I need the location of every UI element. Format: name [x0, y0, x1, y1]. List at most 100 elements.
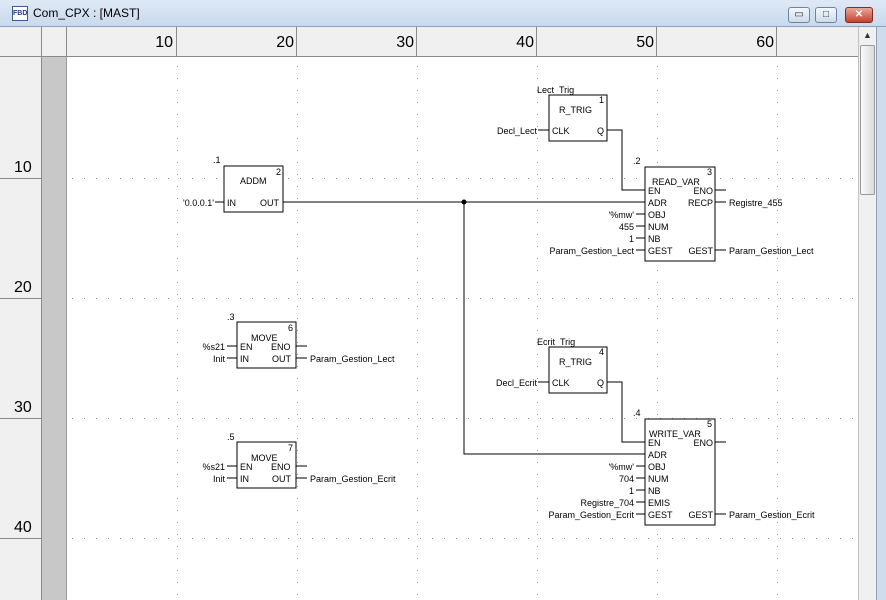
ruler-row-line — [0, 178, 42, 179]
writevar-obj-value: '%mw' — [609, 462, 635, 472]
fbd-icon: FBD — [12, 6, 28, 21]
writevar-pin-en: EN — [648, 438, 661, 448]
readvar-pin-gest-in: GEST — [648, 246, 673, 256]
rtrig1-pin-clk: CLK — [552, 126, 570, 136]
ruler-corner — [0, 27, 42, 56]
addm-block[interactable] — [223, 165, 284, 213]
writevar-name: WRITE_VAR — [649, 429, 701, 439]
writevar-pin-eno: ENO — [693, 438, 713, 448]
ruler-col-label: 40 — [516, 34, 534, 51]
ruler-col-40: 40 — [417, 27, 537, 56]
ruler-row-line — [0, 298, 42, 299]
rtrig1-pin-q: Q — [597, 126, 604, 136]
readvar-pin-adr: ADR — [648, 198, 668, 208]
scroll-up-arrow-icon[interactable]: ▲ — [863, 30, 872, 40]
move1-instance: .3 — [227, 312, 235, 322]
scroll-thumb[interactable] — [860, 45, 875, 195]
ruler-col-label: 10 — [155, 34, 173, 51]
ruler-col-50: 50 — [537, 27, 657, 56]
move2-en-value: %s21 — [202, 462, 225, 472]
rtrig2-exec-order: 4 — [599, 347, 604, 357]
writevar-pin-gest-out: GEST — [688, 510, 713, 520]
column-ruler: 10 20 30 40 50 60 — [0, 27, 858, 57]
ruler-row-label: 30 — [14, 399, 32, 416]
writevar-pin-emis: EMIS — [648, 498, 670, 508]
wire-writevar-outputs — [715, 441, 726, 515]
move1-exec-order: 6 — [288, 323, 293, 333]
readvar-pin-recp: RECP — [688, 198, 713, 208]
writevar-pin-num: NUM — [648, 474, 669, 484]
readvar-pin-num: NUM — [648, 222, 669, 232]
writevar-gest-out-value: Param_Gestion_Ecrit — [729, 510, 815, 520]
addm-in-value: '0.0.0.1' — [183, 198, 214, 208]
vertical-scrollbar[interactable]: ▲ — [858, 27, 876, 600]
move2-pin-out: OUT — [272, 474, 292, 484]
wire-rtrig2-writevar-en — [607, 381, 645, 443]
ruler-row-line — [0, 538, 42, 539]
rtrig2-block[interactable] — [548, 346, 608, 394]
minimize-button[interactable]: ▭ — [788, 7, 810, 23]
readvar-name: READ_VAR — [652, 177, 700, 187]
writevar-pin-obj: OBJ — [648, 462, 666, 472]
move1-pin-in: IN — [240, 354, 249, 364]
ruler-col-30: 30 — [297, 27, 417, 56]
readvar-pin-gest-out: GEST — [688, 246, 713, 256]
row-ruler: 10 20 30 40 — [0, 57, 42, 600]
move1-name: MOVE — [251, 333, 278, 343]
move2-pin-eno: ENO — [271, 462, 291, 472]
rtrig1-clk-value: Decl_Lect — [497, 126, 538, 136]
rtrig2-clk-value: Decl_Ecrit — [496, 378, 538, 388]
move1-pin-en: EN — [240, 342, 253, 352]
window-titlebar[interactable]: FBD Com_CPX : [MAST] ▭ □ ✕ — [0, 0, 886, 27]
writevar-nb-value: 1 — [629, 486, 634, 496]
writevar-block[interactable] — [644, 418, 716, 526]
ruler-col-60: 60 — [657, 27, 777, 56]
rtrig1-name: R_TRIG — [559, 105, 592, 115]
move2-instance: .5 — [227, 432, 235, 442]
wire-readvar-inputs — [636, 213, 645, 251]
addm-exec-order: 2 — [276, 167, 281, 177]
maximize-button[interactable]: □ — [815, 7, 837, 23]
move1-pin-eno: ENO — [271, 342, 291, 352]
ruler-row-label: 10 — [14, 159, 32, 176]
rtrig2-instance: Ecrit_Trig — [537, 337, 575, 347]
move2-in-value: Init — [213, 474, 226, 484]
wire-writevar-inputs — [636, 465, 645, 515]
readvar-pin-en: EN — [648, 186, 661, 196]
writevar-gest-in-value: Param_Gestion_Ecrit — [548, 510, 634, 520]
fbd-canvas[interactable]: .1 2 ADDM IN OUT '0.0.0.1' .3 6 MOVE EN … — [0, 0, 858, 600]
writevar-instance: .4 — [633, 408, 641, 418]
ruler-col-20: 20 — [177, 27, 297, 56]
readvar-recp-value: Registre_455 — [729, 198, 783, 208]
writevar-pin-nb: NB — [648, 486, 661, 496]
window-frame-right — [876, 27, 886, 600]
readvar-exec-order: 3 — [707, 167, 712, 177]
addm-pin-in: IN — [227, 198, 236, 208]
writevar-pin-adr: ADR — [648, 450, 668, 460]
wire-junction — [461, 199, 467, 205]
ruler-col-label: 60 — [756, 34, 774, 51]
readvar-pin-eno: ENO — [693, 186, 713, 196]
close-button[interactable]: ✕ — [845, 7, 873, 23]
readvar-instance: .2 — [633, 156, 641, 166]
move2-block[interactable] — [236, 441, 297, 489]
wire-rtrig1-readvar-en — [607, 129, 645, 191]
window-title: Com_CPX : [MAST] — [33, 6, 140, 20]
readvar-gest-in-value: Param_Gestion_Lect — [549, 246, 634, 256]
ruler-row-line — [0, 418, 42, 419]
readvar-gest-out-value: Param_Gestion_Lect — [729, 246, 814, 256]
addm-pin-out: OUT — [260, 198, 280, 208]
readvar-block[interactable] — [644, 166, 716, 262]
ruler-col-10: 10 — [67, 27, 177, 56]
move1-block[interactable] — [236, 321, 297, 369]
move2-pin-en: EN — [240, 462, 253, 472]
wire-addm-writevar-adr — [463, 202, 645, 455]
rtrig1-block[interactable] — [548, 94, 608, 142]
ruler-corner-strip — [42, 27, 67, 56]
writevar-exec-order: 5 — [707, 419, 712, 429]
rtrig1-exec-order: 1 — [599, 95, 604, 105]
wire-move2-pins — [227, 465, 307, 479]
rtrig2-pin-clk: CLK — [552, 378, 570, 388]
margin-strip — [42, 57, 67, 600]
rtrig2-pin-q: Q — [597, 378, 604, 388]
